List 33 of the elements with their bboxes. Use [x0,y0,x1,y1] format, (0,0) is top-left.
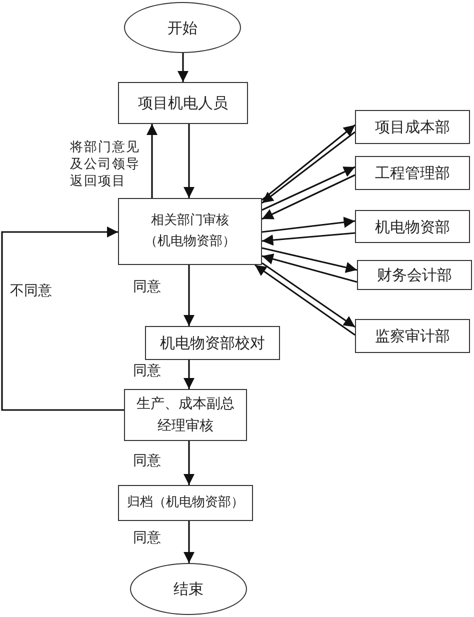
arrow [254,264,356,336]
arrow [262,247,358,273]
process-box: 监察审计部 [355,319,470,353]
edge-label: 同意 [133,530,161,547]
edge-label: 同意 [133,363,161,380]
arrow [177,53,189,82]
arrow [1,226,124,411]
arrow [183,124,195,198]
terminal-ellipse: 结束 [130,563,247,615]
arrow [262,262,356,328]
process-box: 项目成本部 [355,110,470,144]
process-box: 机电物资部 [355,210,470,243]
process-box: 归档（机电物资部） [118,485,253,521]
arrow [183,441,195,485]
edge-label: 同意 [133,453,161,470]
process-box: 相关部门审核 （机电物资部） [118,198,262,265]
arrow [262,216,356,233]
process-box: 项目机电人员 [118,82,248,124]
process-box: 财务会计部 [357,260,472,290]
terminal-ellipse: 开始 [124,2,241,53]
arrow [262,174,356,220]
process-box: 机电物资部校对 [145,326,280,360]
arrow [262,254,358,283]
arrow [183,521,195,563]
arrow [262,166,356,211]
edge-label: 同意 [133,279,161,296]
arrow [146,124,158,198]
edge-label: 不同意 [10,283,52,300]
process-box: 生产、成本副总经理审核 [124,389,247,441]
arrow [183,360,195,389]
process-box: 工程管理部 [355,156,470,190]
arrow [183,265,195,326]
arrow [262,232,356,246]
